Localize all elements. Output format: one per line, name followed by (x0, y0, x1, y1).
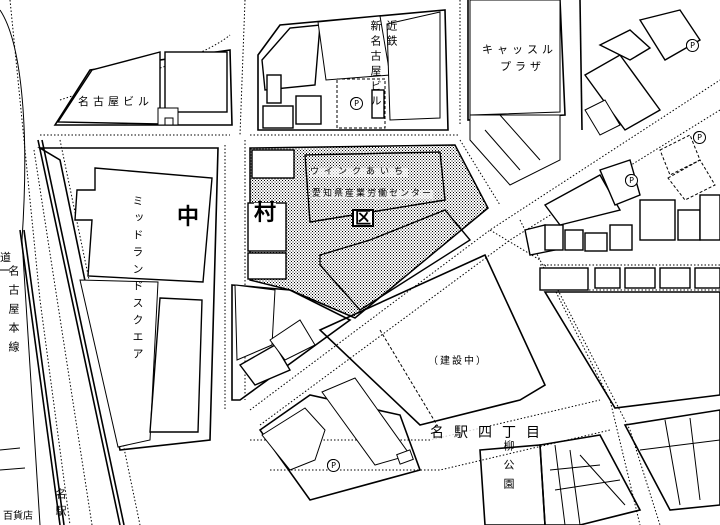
buildings-right-row (524, 159, 720, 291)
parking-icon: P (350, 97, 363, 110)
aichi-center-label: 愛知県産業労働センター (312, 189, 434, 199)
kintetsu-label-line2: 新名古屋ビル (369, 20, 382, 110)
yanagi-park-label: 柳公園 (502, 440, 515, 497)
mura-ward-char: 村 (254, 201, 277, 226)
buildings-top-right (583, 9, 716, 201)
blocks-bottom-right (479, 409, 720, 525)
wink-aichi-label: ウインクあいち (310, 167, 409, 177)
road-label: 道 (0, 251, 15, 264)
kintetsu-block (257, 9, 449, 131)
block-right-large (543, 291, 720, 409)
block-bottom-left (258, 377, 422, 501)
parking-icon: P (693, 131, 706, 144)
naka-ward-char: 中 (177, 205, 200, 230)
castle-plaza-label-line2: プラザ (500, 60, 545, 73)
parking-icon: P (327, 459, 340, 472)
castle-plaza-block (467, 0, 583, 186)
parking-icon: P (686, 39, 699, 52)
meitetsu-block (53, 49, 233, 126)
dept-store-label: 百貨店 (3, 511, 33, 522)
buildings-center-left (231, 284, 352, 401)
midland-square-block (37, 147, 219, 451)
castle-plaza-label-line1: キャッスル (482, 43, 557, 56)
meitetsu-building-label: 名古屋ビル (78, 95, 153, 108)
kintetsu-label-line1: 近鉄 (385, 20, 398, 50)
under-construction-label: （建設中） (428, 356, 488, 367)
parking-icon: P (625, 174, 638, 187)
construction-block (318, 253, 547, 431)
district-label: 名駅四丁目 (430, 425, 550, 441)
railway-corridor (0, 0, 141, 525)
meieki-station-label: 名駅 (54, 488, 67, 522)
ward-symbol: 区 (352, 209, 375, 227)
midland-square-label: ミッドランドスクエア (131, 195, 144, 365)
railway-line-label: 名古屋本線 (7, 265, 20, 360)
